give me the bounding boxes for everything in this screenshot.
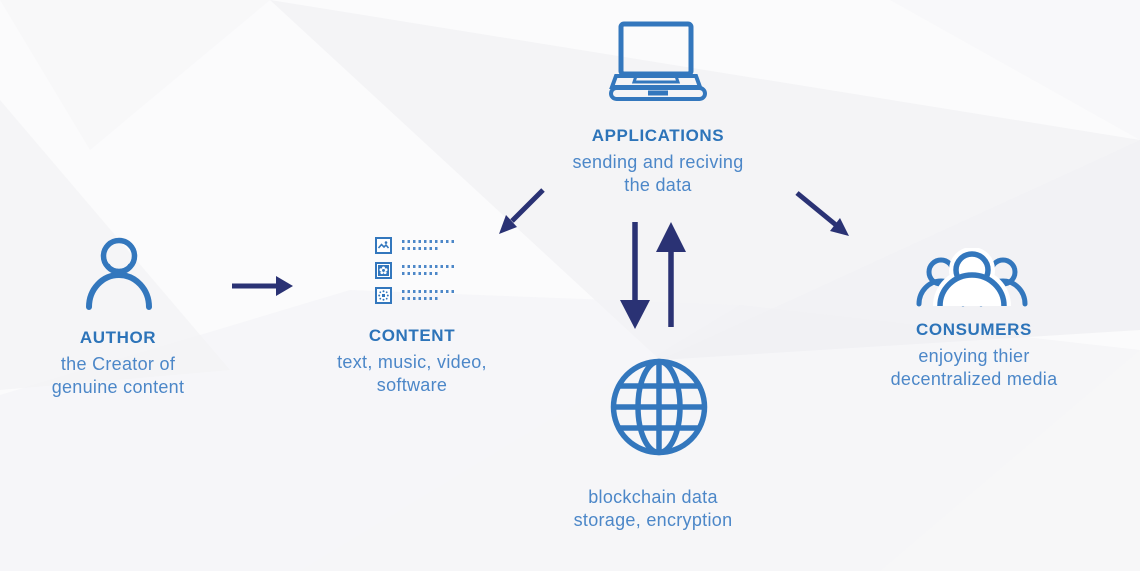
dotted-text-lines (402, 262, 456, 275)
consumers-title: CONSUMERS (916, 320, 1032, 339)
author-title: AUTHOR (79, 328, 157, 347)
applications-subtitle-line: sending and reciving (572, 152, 744, 172)
laptop-icon (609, 21, 707, 101)
consumers-subtitle-line: enjoying thier (918, 346, 1030, 366)
dotted-text-lines (402, 237, 456, 250)
globe-icon (610, 358, 708, 456)
applications-node: APPLICATIONS sending and reciving the da… (548, 126, 768, 197)
consumers-subtitle-line: decentralized media (890, 369, 1058, 389)
content-title: CONTENT (368, 326, 456, 345)
content-node: CONTENT text, music, video, software (302, 326, 522, 397)
media-list-icon (375, 237, 456, 304)
author-node: AUTHOR the Creator of genuine content (8, 328, 228, 399)
people-icon (916, 248, 1028, 307)
media-row-music (375, 262, 456, 279)
author-subtitle-line: the Creator of (60, 354, 176, 374)
content-subtitle-line: text, music, video, (337, 352, 487, 372)
flower-icon (375, 262, 392, 279)
media-row-software (375, 287, 456, 304)
blockchain-subtitle-line: storage, encryption (573, 510, 733, 530)
author-subtitle-line: genuine content (51, 377, 185, 397)
applications-subtitle-line: the data (624, 175, 692, 195)
content-subtitle-line: software (376, 375, 448, 395)
blockchain-subtitle-line: blockchain data (588, 487, 718, 507)
consumers-node: CONSUMERS enjoying thier decentralized m… (864, 320, 1084, 391)
applications-title: APPLICATIONS (591, 126, 725, 145)
image-icon (375, 237, 392, 254)
sparkle-icon (375, 287, 392, 304)
media-row-image (375, 237, 456, 254)
dotted-text-lines (402, 287, 456, 300)
blockchain-node: blockchain data storage, encryption (543, 486, 763, 532)
person-icon (86, 237, 152, 310)
